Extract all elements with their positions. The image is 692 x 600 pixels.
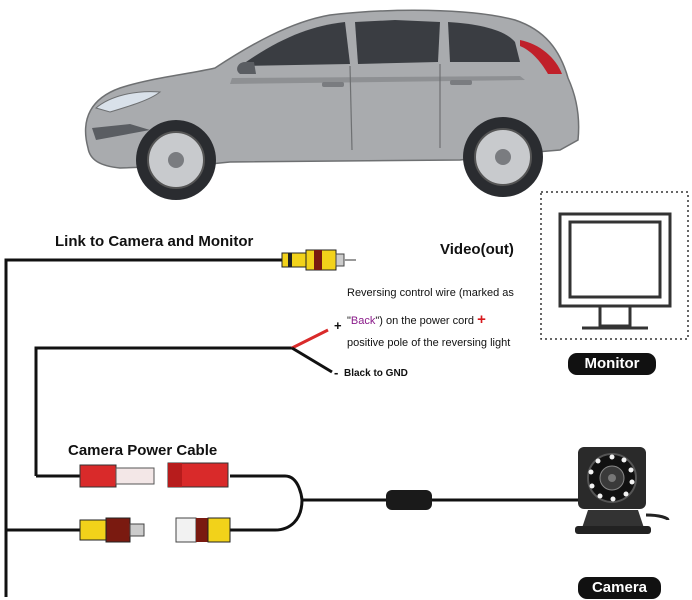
minus-sign: -	[334, 365, 339, 380]
yellow-rca-connectors	[79, 517, 231, 543]
camera-badge: Camera	[578, 577, 661, 599]
wires	[4, 258, 548, 597]
rca-plug-icon	[281, 249, 356, 271]
reversing-text-line3: positive pole of the reversing light	[347, 337, 511, 349]
quote-open: "	[347, 315, 351, 327]
link-camera-monitor-label: Link to Camera and Monitor	[55, 233, 254, 250]
video-out-label: Video(out)	[440, 241, 514, 258]
camera-icon	[548, 447, 670, 534]
monitor-icon	[540, 191, 689, 340]
reversing-text-line2-rest: ") on the power cord	[375, 315, 475, 327]
monitor-badge: Monitor	[568, 353, 656, 375]
reversing-text-line1: Reversing control wire (marked as	[347, 287, 514, 299]
plus-sign: +	[334, 318, 342, 333]
black-to-gnd-label: Black to GND	[344, 368, 408, 379]
camera-power-cable-label: Camera Power Cable	[68, 442, 218, 459]
reversing-text-line2: "Back") on the power cord +	[347, 311, 486, 328]
positive-plus-icon: +	[477, 311, 486, 328]
red-power-connectors	[79, 462, 229, 488]
back-marker: Back	[350, 315, 376, 327]
inline-switch-icon	[386, 490, 432, 510]
car-illustration	[84, 9, 580, 200]
